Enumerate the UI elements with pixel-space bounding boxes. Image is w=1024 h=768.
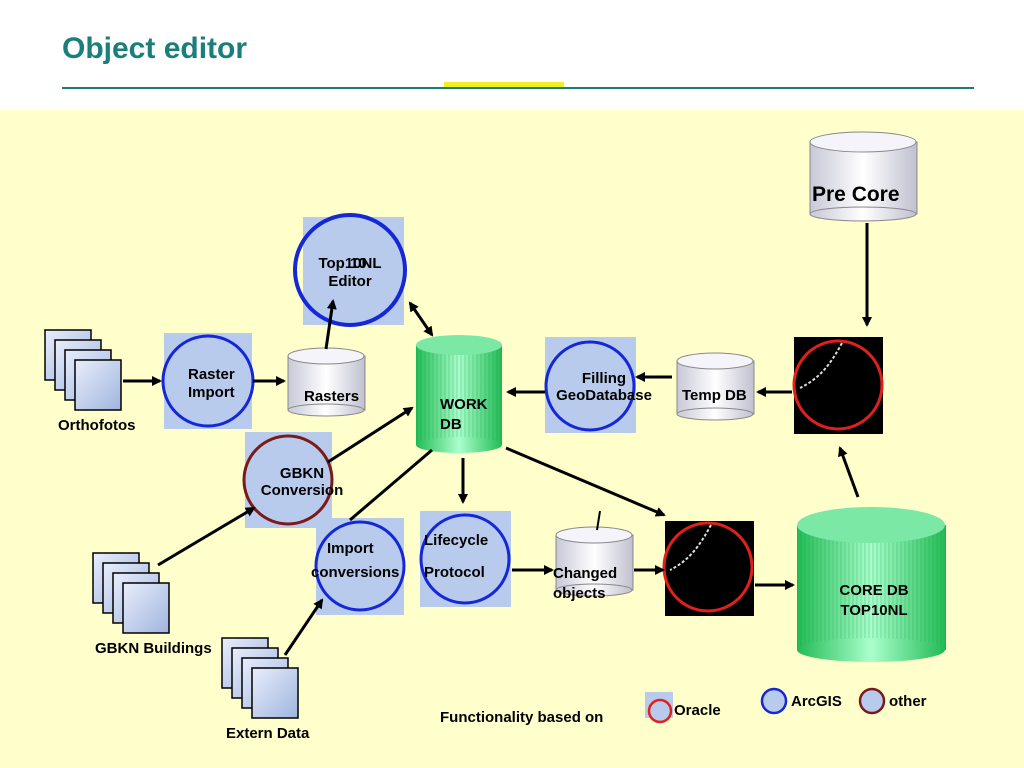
filling-geodatabase-node	[544, 337, 636, 433]
orthofotos-label: Orthofotos	[58, 417, 136, 434]
temp-db-label: Temp DB	[682, 387, 747, 404]
import-conversions-node	[314, 518, 406, 615]
core-db	[797, 507, 946, 662]
title-divider	[62, 87, 974, 89]
top10nl-overlay-label: 10	[350, 255, 367, 272]
extern-data-stack	[221, 637, 299, 719]
lifecycle-label: Lifecycle	[424, 532, 489, 549]
extern-data-label: Extern Data	[226, 725, 310, 742]
gbkn-conversion-node	[242, 432, 334, 528]
import-conversions-label-line2: conversions	[311, 564, 400, 581]
top10nl-editor-label: Top10NL Editor	[318, 255, 382, 290]
dark-process-node-bottom	[662, 521, 754, 616]
legend-arcgis-icon	[760, 687, 788, 715]
legend-arcgis-label: ArcGIS	[791, 693, 842, 710]
rasters-label: Rasters	[304, 388, 360, 405]
top10nl-editor-node	[293, 213, 407, 327]
gbkn-buildings-label: GBKN Buildings	[95, 640, 212, 657]
dark-process-node-right	[792, 337, 884, 434]
changed-objects-db	[555, 526, 634, 597]
title-accent-bar	[444, 82, 564, 87]
legend-oracle-icon	[645, 692, 673, 724]
gbkn-conversion-label: GBKN Conversion	[260, 465, 344, 499]
legend-caption: Functionality based on	[440, 709, 604, 726]
raster-import-label: Raster Import	[188, 366, 235, 401]
raster-import-node	[161, 333, 255, 429]
filling-geodatabase-label: Filling GeoDatabase	[556, 370, 652, 404]
lifecycle-protocol-node	[419, 511, 511, 607]
pre-core-label: Pre Core	[812, 183, 900, 206]
temp-db	[676, 352, 755, 421]
work-db-label: WORK DB	[440, 396, 488, 433]
import-conversions-label-line1: Import	[327, 540, 374, 557]
work-db	[416, 335, 502, 453]
connectors	[123, 223, 872, 656]
orthofotos-stack	[44, 329, 122, 411]
gbkn-buildings-stack	[92, 552, 170, 634]
page-title: Object editor	[62, 32, 248, 65]
legend-other-icon	[858, 687, 886, 715]
changed-objects-label: Changed objects	[553, 565, 618, 602]
legend-oracle-label: Oracle	[674, 702, 721, 719]
protocol-label: Protocol	[424, 564, 485, 581]
core-db-label: CORE DB TOP10NL	[839, 582, 909, 619]
legend-other-label: other	[889, 693, 927, 710]
pre-core-db	[809, 131, 918, 222]
rasters-db	[287, 347, 366, 417]
